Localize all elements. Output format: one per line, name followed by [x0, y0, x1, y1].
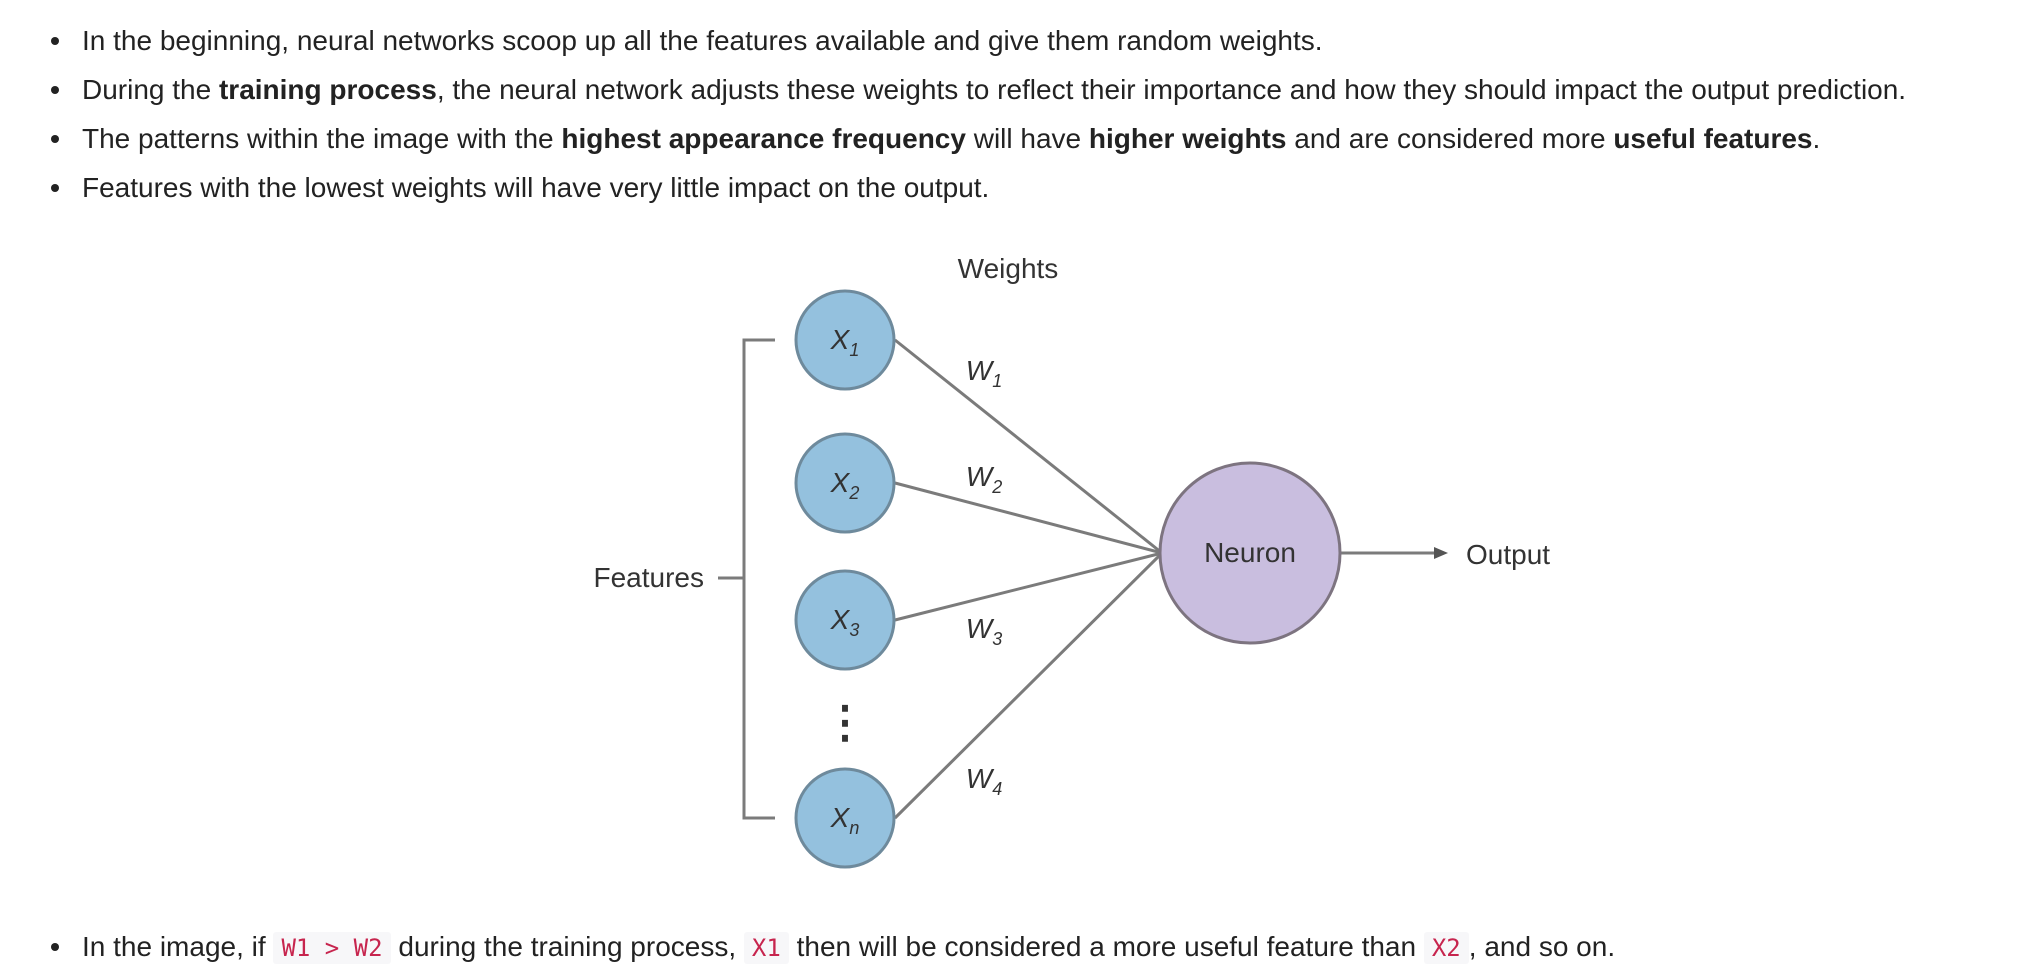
- bullet-item: In the image, if W1 > W2 during the trai…: [0, 922, 2042, 973]
- input-node-3: [794, 569, 896, 671]
- output-label: Output: [1466, 539, 1550, 570]
- input-label-1: X1: [830, 324, 860, 360]
- weight-label-2: W2: [966, 461, 1002, 497]
- bullet-text: .: [1812, 123, 1821, 154]
- bullet-text: In the image, if: [82, 931, 274, 962]
- bullet-text: and are considered more: [1286, 123, 1614, 154]
- input-node-n: [794, 767, 896, 869]
- bold-text: training process: [218, 74, 437, 105]
- bullet-item: In the beginning, neural networks scoop …: [0, 16, 2042, 65]
- bullet-text: , the neural network adjusts these weigh…: [436, 74, 1907, 105]
- weights-heading: Weights: [958, 253, 1059, 284]
- connection-line-4: [893, 551, 1164, 820]
- ellipsis-dots: ⋮: [823, 698, 867, 747]
- neuron-label: Neuron: [1204, 537, 1296, 568]
- bullet-text: then will be considered a more useful fe…: [788, 931, 1424, 962]
- bullet-text: during the training process,: [390, 931, 744, 962]
- inline-code: W1 > W2: [273, 932, 391, 964]
- bold-text: highest appearance frequency: [561, 123, 966, 154]
- bullet-text: The patterns within the image with the: [82, 123, 562, 154]
- bullet-text: During the: [82, 74, 219, 105]
- bullet-item: Features with the lowest weights will ha…: [0, 163, 2042, 212]
- bullet-text: In the beginning, neural networks scoop …: [82, 25, 1323, 56]
- inline-code: X1: [743, 932, 789, 964]
- input-node-1: [794, 289, 896, 391]
- bullet-list: In the beginning, neural networks scoop …: [0, 16, 2042, 212]
- weight-label-1: W1: [966, 355, 1002, 391]
- bullet-text: , and so on.: [1468, 931, 1616, 962]
- inline-code: X2: [1423, 932, 1469, 964]
- bold-text: higher weights: [1088, 123, 1287, 154]
- bold-text: useful features: [1613, 123, 1813, 154]
- input-label-3: X3: [830, 604, 860, 640]
- features-label: Features: [594, 562, 705, 593]
- weight-label-4: W4: [966, 763, 1002, 799]
- weight-label-3: W3: [966, 613, 1002, 649]
- neuron-node: [1158, 461, 1342, 645]
- bullet-item: The patterns within the image with the h…: [0, 114, 2042, 163]
- bullet-text: will have: [965, 123, 1089, 154]
- features-bracket: [742, 338, 775, 820]
- connection-line-3: [894, 551, 1163, 622]
- bullet-text: Features with the lowest weights will ha…: [82, 172, 990, 203]
- connection-line-1: [894, 338, 1163, 555]
- input-label-n: Xn: [830, 802, 860, 838]
- input-node-2: [794, 432, 896, 534]
- bullet-list-bottom: In the image, if W1 > W2 during the trai…: [0, 922, 2042, 973]
- connection-line-2: [894, 481, 1163, 555]
- bullet-item: During the training process, the neural …: [0, 65, 2042, 114]
- output-arrowhead: [1434, 547, 1448, 559]
- input-label-2: X2: [830, 467, 860, 503]
